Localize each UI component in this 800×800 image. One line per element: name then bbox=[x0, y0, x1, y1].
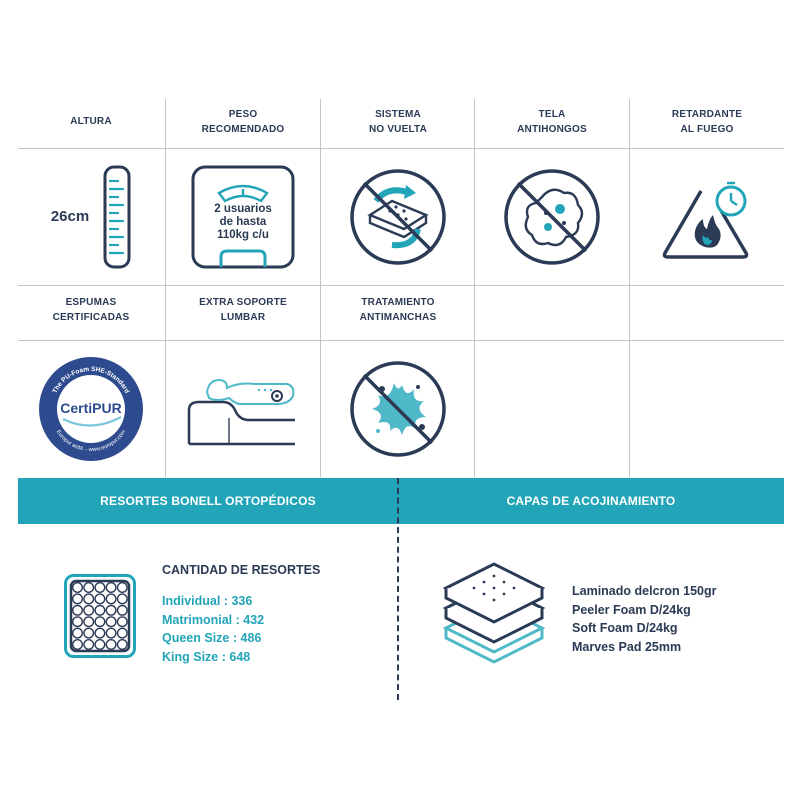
label-line: ALTURA bbox=[70, 116, 112, 127]
label-line: AL FUEGO bbox=[680, 124, 734, 135]
ruler-icon bbox=[103, 165, 131, 269]
grid-divider bbox=[165, 99, 166, 477]
label-line: CERTIFICADAS bbox=[52, 312, 130, 323]
spring-coil bbox=[94, 627, 106, 639]
spring-coil bbox=[105, 593, 117, 605]
springs-title: CANTIDAD DE RESORTES bbox=[162, 563, 321, 577]
retardante-cell bbox=[630, 149, 784, 284]
label-line: LUMBAR bbox=[220, 312, 266, 323]
section-banner: RESORTES BONELL ORTOPÉDICOS CAPAS DE ACO… bbox=[18, 478, 784, 524]
spring-coil bbox=[71, 604, 84, 616]
list-item: King Size : 648 bbox=[162, 649, 251, 664]
section-divider bbox=[397, 478, 399, 700]
fire-retardant-icon bbox=[657, 167, 757, 267]
tela-cell bbox=[475, 149, 629, 284]
lumbar-support-icon bbox=[183, 364, 303, 454]
label-line: TELA bbox=[538, 109, 566, 120]
spring-coil bbox=[105, 638, 117, 650]
spring-coil bbox=[83, 593, 95, 605]
feature-label-tela: TELA ANTIHONGOS bbox=[475, 107, 629, 137]
feature-label-altura: ALTURA bbox=[14, 114, 168, 129]
spring-coil bbox=[71, 581, 84, 594]
spring-coil bbox=[105, 627, 117, 639]
spring-coil bbox=[105, 604, 117, 616]
spring-coil bbox=[116, 616, 128, 628]
spring-coil bbox=[116, 638, 128, 650]
spring-coil bbox=[83, 638, 95, 650]
label-line: ANTIMANCHAS bbox=[359, 312, 437, 323]
label-line: RECOMENDADO bbox=[201, 124, 285, 135]
spring-coil bbox=[71, 627, 84, 639]
layers-stack-icon bbox=[440, 556, 548, 668]
spring-coil bbox=[116, 593, 128, 605]
grid-divider bbox=[18, 148, 784, 149]
list-item: Laminado delcron 150gr bbox=[572, 584, 717, 598]
no-fungus-icon bbox=[502, 167, 602, 267]
peso-line: 2 usuarios bbox=[214, 202, 272, 215]
scale-icon: 2 usuarios de hasta 110kg c/u bbox=[191, 165, 295, 269]
grid-divider bbox=[474, 99, 475, 477]
grid-divider bbox=[320, 99, 321, 477]
feature-label-antimanchas: TRATAMIENTO ANTIMANCHAS bbox=[321, 295, 475, 325]
layers-list: Laminado delcron 150gr Peeler Foam D/24k… bbox=[572, 582, 716, 656]
label-line: TRATAMIENTO bbox=[361, 297, 435, 308]
label-line: ESPUMAS bbox=[65, 297, 117, 308]
spring-coil bbox=[94, 593, 106, 605]
springs-list: Individual : 336 Matrimonial : 432 Queen… bbox=[162, 592, 264, 666]
list-item: Soft Foam D/24kg bbox=[572, 621, 678, 635]
espumas-cell: The PU-Foam SHE-Standard Europur aisbl. … bbox=[14, 341, 168, 476]
altura-cell: 26cm bbox=[14, 149, 168, 284]
spring-coil bbox=[94, 616, 106, 628]
seal-center-text: CertiPUR bbox=[60, 399, 122, 416]
spring-coil bbox=[94, 604, 106, 616]
layers-banner-title: CAPAS DE ACOJINAMIENTO bbox=[506, 494, 676, 508]
label-line: ANTIHONGOS bbox=[517, 124, 587, 135]
feature-label-sistema: SISTEMA NO VUELTA bbox=[321, 107, 475, 137]
list-item: Marves Pad 25mm bbox=[572, 639, 682, 654]
springs-banner-title: RESORTES BONELL ORTOPÉDICOS bbox=[100, 494, 316, 508]
grid-divider bbox=[18, 285, 784, 286]
spring-coil bbox=[83, 581, 95, 594]
feature-label-lumbar: EXTRA SOPORTE LUMBAR bbox=[166, 295, 320, 325]
spring-coil bbox=[116, 604, 128, 616]
spring-grid-icon bbox=[64, 574, 136, 658]
no-flip-mattress-icon bbox=[348, 167, 448, 267]
features-grid: ALTURA PESO RECOMENDADO SISTEMA NO VUELT… bbox=[18, 99, 784, 477]
spring-coil bbox=[105, 616, 117, 628]
peso-line: de hasta bbox=[219, 215, 267, 228]
peso-cell: 2 usuarios de hasta 110kg c/u bbox=[166, 149, 320, 284]
spring-coil bbox=[71, 616, 84, 628]
certipur-seal-icon: The PU-Foam SHE-Standard Europur aisbl. … bbox=[37, 355, 145, 463]
label-line: PESO bbox=[228, 109, 258, 120]
spring-coil bbox=[83, 627, 95, 639]
list-item: Individual : 336 bbox=[162, 594, 253, 608]
lumbar-cell bbox=[166, 341, 320, 476]
list-item: Matrimonial : 432 bbox=[162, 612, 265, 627]
spring-coil bbox=[71, 638, 84, 650]
label-line: RETARDANTE bbox=[671, 109, 743, 120]
feature-label-espumas: ESPUMAS CERTIFICADAS bbox=[14, 295, 168, 325]
spring-coil bbox=[94, 638, 106, 650]
list-item: Peeler Foam D/24kg bbox=[572, 602, 691, 617]
label-line: EXTRA SOPORTE bbox=[199, 297, 287, 308]
spring-coil bbox=[105, 581, 117, 594]
feature-label-retardante: RETARDANTE AL FUEGO bbox=[630, 107, 784, 137]
grid-divider bbox=[18, 340, 784, 341]
feature-label-peso: PESO RECOMENDADO bbox=[166, 107, 320, 137]
label-line: SISTEMA bbox=[375, 109, 421, 120]
spring-coil bbox=[116, 581, 128, 594]
spring-coil bbox=[83, 604, 95, 616]
grid-divider bbox=[629, 99, 630, 477]
peso-line: 110kg c/u bbox=[217, 228, 269, 241]
sistema-cell bbox=[321, 149, 475, 284]
spring-coil bbox=[116, 627, 128, 639]
altura-value: 26cm bbox=[50, 208, 90, 225]
spring-coil bbox=[94, 581, 106, 594]
stain-resistant-icon bbox=[348, 359, 448, 459]
spring-coil bbox=[71, 593, 84, 605]
antimanchas-cell bbox=[321, 341, 475, 476]
list-item: Queen Size : 486 bbox=[162, 631, 262, 645]
label-line: NO VUELTA bbox=[368, 124, 428, 135]
spring-coil bbox=[83, 616, 95, 628]
